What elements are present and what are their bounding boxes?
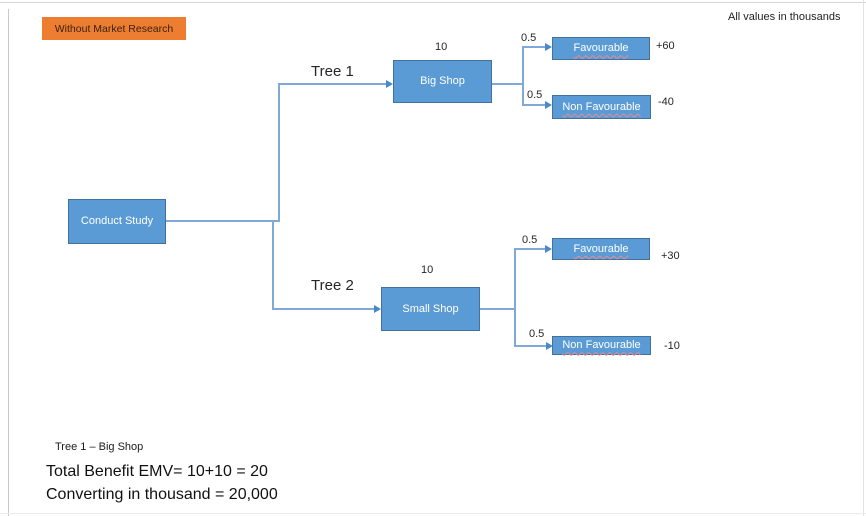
tree2-payoff: 10 xyxy=(421,264,434,276)
slide-top-border xyxy=(0,2,866,3)
decision-node-conduct-study: Conduct Study xyxy=(68,199,166,244)
connector-tree1-vertical xyxy=(278,83,280,222)
connector-tree2-horizontal xyxy=(272,308,374,310)
bracket-tree2 xyxy=(514,248,516,347)
units-note: All values in thousands xyxy=(728,11,841,23)
arrow-into-favourable-2 xyxy=(545,245,552,253)
connector-bigshop-out xyxy=(492,83,524,85)
outcome-label: Non Favourable xyxy=(562,339,641,352)
arrow-into-small-shop xyxy=(374,305,381,313)
outcome-label: Favourable xyxy=(573,242,629,255)
outcome-nonfavourable-tree1: Non Favourable xyxy=(552,95,651,119)
footer-conversion-line: Converting in thousand = 20,000 xyxy=(46,486,278,503)
outcome-favourable-tree2: Favourable xyxy=(552,238,650,260)
connector-tree1-horizontal xyxy=(280,83,386,85)
branch-tree1-favourable xyxy=(522,46,546,48)
footer-emv-line: Total Benefit EMV= 10+10 = 20 xyxy=(46,463,268,480)
value-tree1-nonfavourable: -40 xyxy=(658,96,674,108)
branch-tree2-favourable xyxy=(514,248,545,250)
connector-root-out xyxy=(166,220,280,222)
tree1-payoff: 10 xyxy=(435,41,448,53)
outcome-label: Favourable xyxy=(573,42,629,55)
tree1-label: Tree 1 xyxy=(311,63,354,80)
arrow-into-nonfavourable-1 xyxy=(545,101,552,109)
slide-right-border xyxy=(863,0,864,516)
probability-tree2-nonfavourable: 0.5 xyxy=(529,328,545,340)
connector-smallshop-out xyxy=(480,308,516,310)
slide-bottom-border xyxy=(0,513,866,514)
node-small-shop: Small Shop xyxy=(381,287,480,331)
arrow-into-big-shop xyxy=(386,80,393,88)
probability-tree1-nonfavourable: 0.5 xyxy=(527,89,543,101)
value-tree1-favourable: +60 xyxy=(656,40,675,52)
connector-tree2-vertical xyxy=(272,220,274,310)
bracket-tree1 xyxy=(522,46,524,106)
value-tree2-favourable: +30 xyxy=(661,250,680,262)
probability-tree1-favourable: 0.5 xyxy=(521,32,537,44)
branch-tree2-nonfavourable xyxy=(514,345,546,347)
arrow-into-favourable-1 xyxy=(545,43,552,51)
probability-tree2-favourable: 0.5 xyxy=(522,234,538,246)
footer-subtitle: Tree 1 – Big Shop xyxy=(55,441,144,453)
tree2-label: Tree 2 xyxy=(311,277,354,294)
slide-left-border xyxy=(8,9,9,516)
branch-tree1-nonfavourable xyxy=(522,104,546,106)
outcome-favourable-tree1: Favourable xyxy=(552,37,650,60)
outcome-nonfavourable-tree2: Non Favourable xyxy=(552,336,651,355)
value-tree2-nonfavourable: -10 xyxy=(664,340,680,352)
arrow-into-nonfavourable-2 xyxy=(546,342,553,350)
node-big-shop: Big Shop xyxy=(393,60,492,103)
scenario-tag: Without Market Research xyxy=(42,17,186,40)
outcome-label: Non Favourable xyxy=(562,100,641,113)
